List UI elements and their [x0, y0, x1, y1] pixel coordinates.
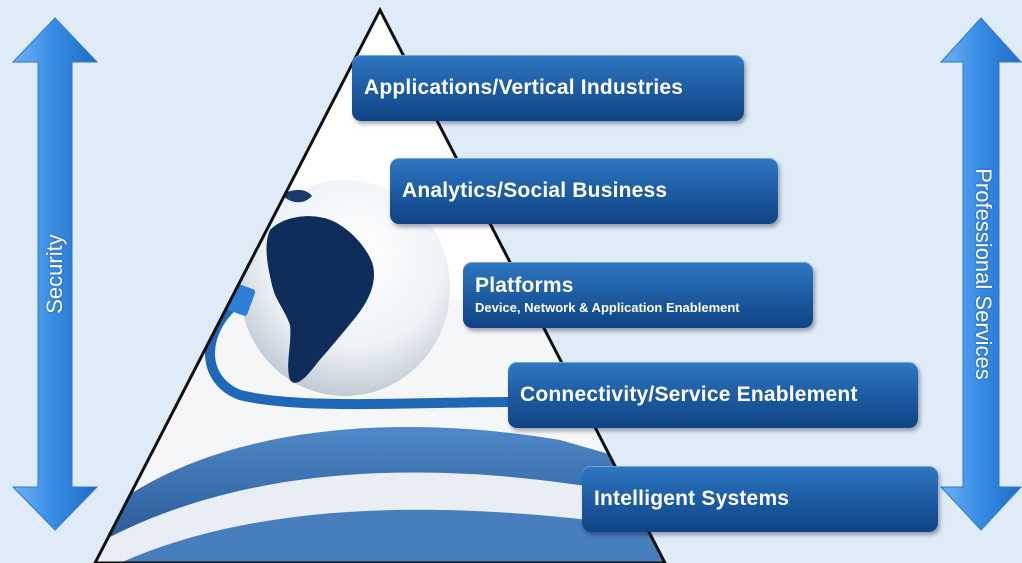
layer-title: Intelligent Systems: [594, 487, 790, 510]
layer-subtitle: Device, Network & Application Enablement: [475, 300, 740, 315]
security-label: Security: [42, 234, 67, 314]
professional-services-arrow: [939, 17, 1022, 531]
layer-connectivity: Connectivity/Service Enablement: [508, 362, 918, 428]
globe-icon: [240, 180, 450, 396]
professional-services-label: Professional Services: [971, 168, 996, 380]
layer-intelligent-systems: Intelligent Systems: [582, 466, 938, 532]
layer-title: Analytics/Social Business: [402, 179, 668, 202]
security-arrow: [11, 17, 99, 531]
layer-analytics: Analytics/Social Business: [390, 158, 778, 224]
layer-applications: Applications/Vertical Industries: [352, 55, 744, 121]
layer-title: Platforms: [475, 274, 574, 297]
layer-platforms: Platforms Device, Network & Application …: [463, 262, 813, 328]
layer-title: Applications/Vertical Industries: [364, 76, 684, 99]
layer-title: Connectivity/Service Enablement: [520, 383, 858, 406]
